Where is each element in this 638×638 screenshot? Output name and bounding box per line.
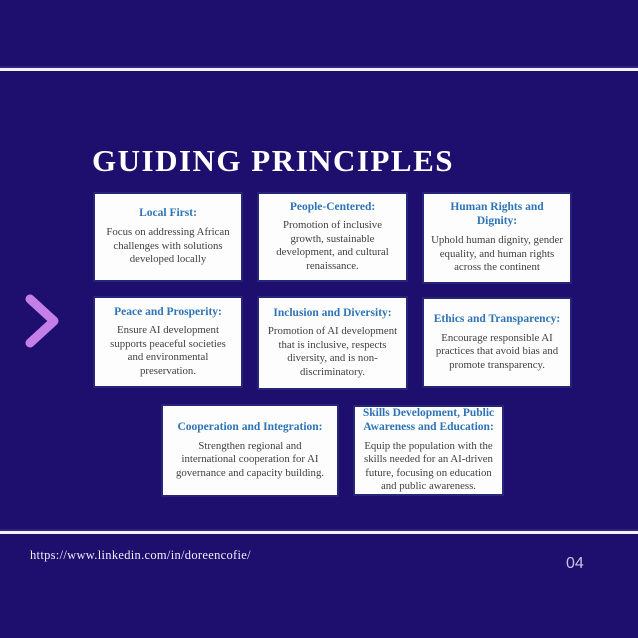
card-heading: Skills Development, Public Awareness and…	[362, 407, 495, 434]
card-body: Promotion of AI development that is incl…	[267, 325, 398, 378]
card-body: Uphold human dignity, gender equality, a…	[431, 234, 563, 274]
card-body: Equip the population with the skills nee…	[364, 439, 493, 493]
principle-card-human-rights: Human Rights and Dignity: Uphold human d…	[422, 192, 572, 284]
card-body: Promotion of inclusive growth, sustainab…	[276, 219, 389, 272]
card-heading: Inclusion and Diversity:	[273, 306, 392, 319]
card-body: Ensure AI development supports peaceful …	[110, 324, 226, 377]
principle-card-inclusion-diversity: Inclusion and Diversity: Promotion of AI…	[257, 296, 408, 390]
top-divider	[0, 68, 638, 71]
principle-card-local-first: Local First: Focus on addressing African…	[93, 192, 243, 282]
card-heading: Peace and Prosperity:	[114, 305, 222, 318]
chevron-right-icon[interactable]	[22, 291, 62, 351]
principle-card-cooperation-integration: Cooperation and Integration: Strengthen …	[161, 404, 339, 497]
card-heading: People-Centered:	[289, 200, 376, 213]
principle-card-skills-development: Skills Development, Public Awareness and…	[353, 405, 504, 496]
chevron-right-glyph	[25, 294, 59, 348]
card-heading: Human Rights and Dignity:	[450, 201, 544, 228]
principle-card-people-centered: People-Centered: Promotion of inclusive …	[257, 192, 408, 282]
page-title: GUIDING PRINCIPLES	[92, 142, 455, 178]
footer-link[interactable]: https://www.linkedin.com/in/doreencofie/	[30, 548, 251, 562]
principle-card-peace-prosperity: Peace and Prosperity: Ensure AI developm…	[93, 296, 243, 388]
card-heading: Cooperation and Integration:	[177, 420, 323, 433]
principle-card-ethics-transparency: Ethics and Transparency: Encourage respo…	[422, 297, 572, 388]
card-heading: Ethics and Transparency:	[433, 312, 561, 325]
card-body: Encourage responsible AI practices that …	[435, 331, 559, 371]
card-body: Focus on addressing African challenges w…	[106, 226, 230, 266]
bottom-divider	[0, 531, 638, 534]
card-body: Strengthen regional and international co…	[175, 439, 325, 479]
page-number: 04	[566, 555, 584, 572]
card-heading: Local First:	[139, 207, 197, 220]
